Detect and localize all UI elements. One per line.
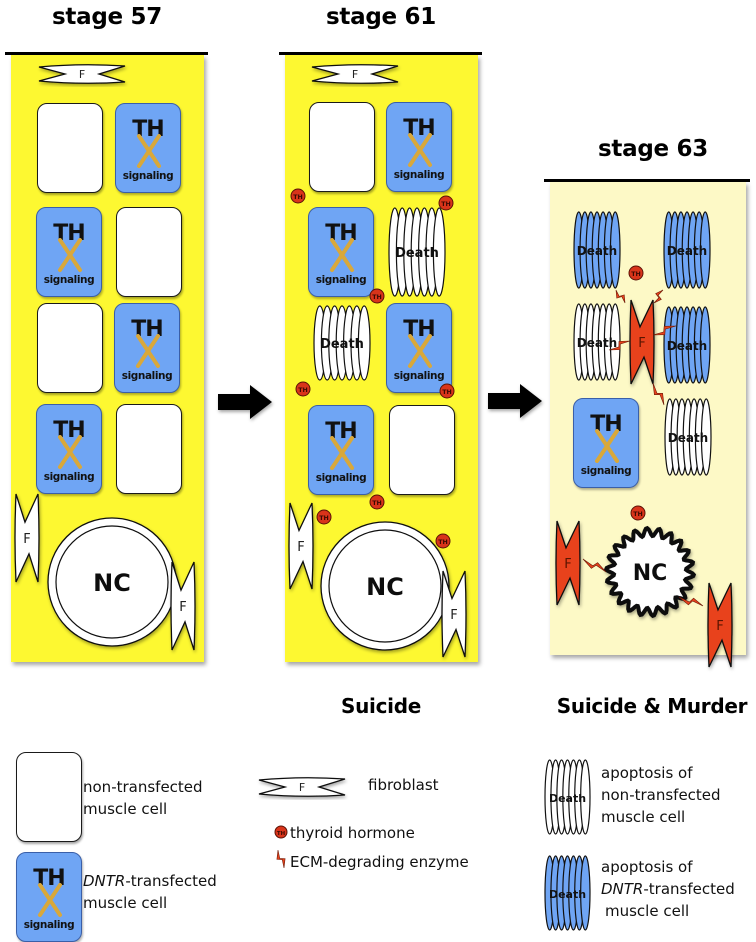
panel-top-border (5, 52, 208, 55)
signaling-label: signaling (43, 471, 95, 483)
legend-line: non-transfected (83, 778, 203, 796)
panel-top-border (279, 52, 482, 55)
legend-fibroblast-icon: F (258, 777, 346, 797)
blocked-x-icon (595, 429, 619, 463)
blocked-x-icon (58, 435, 82, 469)
signaling-label: signaling (121, 370, 173, 382)
legend-line: muscle cell (83, 894, 168, 912)
signaling-label: signaling (393, 370, 445, 382)
blocked-x-icon (58, 238, 82, 272)
signaling-label: signaling (315, 472, 367, 484)
non-transfected-cell (116, 404, 182, 494)
non-transfected-cell (37, 303, 103, 393)
arrow-stage61-to-63 (488, 384, 542, 418)
legend-apoptosis-non-label: apoptosis of non-transfected muscle cell (601, 762, 721, 828)
non-transfected-cell (116, 207, 182, 297)
legend-ecm-enzyme-label: ECM-degrading enzyme (290, 853, 469, 871)
death-segment (550, 759, 561, 835)
legend-line: apoptosis of (601, 764, 693, 782)
signaling-label: signaling (393, 169, 445, 181)
stage-61-title: stage 61 (326, 4, 436, 30)
dntr-italic: DNTR (601, 880, 644, 898)
blocked-x-icon (330, 436, 354, 470)
non-transfected-cell (37, 103, 103, 193)
death-segment (574, 855, 585, 931)
blocked-x-icon (136, 334, 160, 368)
death-segment (568, 759, 579, 835)
death-segment (568, 855, 579, 931)
death-label: Death (549, 792, 586, 805)
panel-top-border (544, 179, 750, 182)
death-segment (580, 855, 591, 931)
signaling-label: signaling (315, 274, 367, 286)
blocked-x-icon (137, 134, 161, 168)
death-segment (556, 855, 567, 931)
legend-fibroblast-label: fibroblast (368, 776, 439, 794)
dntr-italic: DNTR (83, 872, 126, 890)
blocked-x-icon (38, 883, 62, 917)
legend-text: -transfected (643, 880, 735, 898)
fibroblast-label: F (299, 781, 305, 794)
signaling-label: signaling (122, 170, 174, 182)
legend-thyroid-hormone-icon: TH (274, 825, 288, 839)
legend-dntr-transfected-label: DNTR-transfected muscle cell (83, 870, 217, 914)
legend-apoptosis-dntr-label: apoptosis of DNTR-transfected muscle cel… (601, 856, 735, 922)
arrow-stage57-to-61 (218, 385, 272, 419)
legend-non-transfected-label: non-transfected muscle cell (83, 776, 203, 820)
death-segment (562, 855, 573, 931)
legend-line: non-transfected (601, 786, 721, 804)
stage-63-title: stage 63 (598, 136, 708, 162)
legend-line: muscle cell (83, 800, 168, 818)
legend-line: DNTR-transfected (83, 870, 217, 892)
blocked-x-icon (330, 238, 354, 272)
death-segment (562, 759, 573, 835)
legend-line: muscle cell (605, 902, 690, 920)
death-segment (556, 759, 567, 835)
signaling-label: signaling (43, 274, 95, 286)
death-segment (580, 759, 591, 835)
death-segment (544, 759, 555, 835)
non-transfected-cell (309, 102, 375, 192)
signaling-label: signaling (23, 919, 75, 931)
caption-suicide-murder: Suicide & Murder (556, 694, 748, 718)
legend-line: apoptosis of (601, 858, 693, 876)
death-segment (544, 855, 555, 931)
death-label: Death (549, 888, 586, 901)
th-hormone-label: TH (277, 831, 286, 837)
death-segment (574, 759, 585, 835)
legend-line: muscle cell (601, 808, 686, 826)
legend-apoptosis-dntr-icon: Death (544, 855, 591, 931)
legend-text: -transfected (125, 872, 217, 890)
non-transfected-cell (389, 405, 455, 495)
legend-ecm-enzyme-icon (276, 849, 286, 869)
death-segment (550, 855, 561, 931)
stage-57-title: stage 57 (52, 4, 162, 30)
signaling-label: signaling (580, 465, 632, 477)
blocked-x-icon (408, 334, 432, 368)
legend-apoptosis-non-transfected-icon: Death (544, 759, 591, 835)
legend-non-transfected-cell (16, 752, 82, 842)
blocked-x-icon (408, 133, 432, 167)
legend-thyroid-hormone-label: thyroid hormone (290, 824, 415, 842)
caption-suicide: Suicide (341, 694, 421, 718)
legend-line: DNTR-transfected (601, 878, 735, 900)
